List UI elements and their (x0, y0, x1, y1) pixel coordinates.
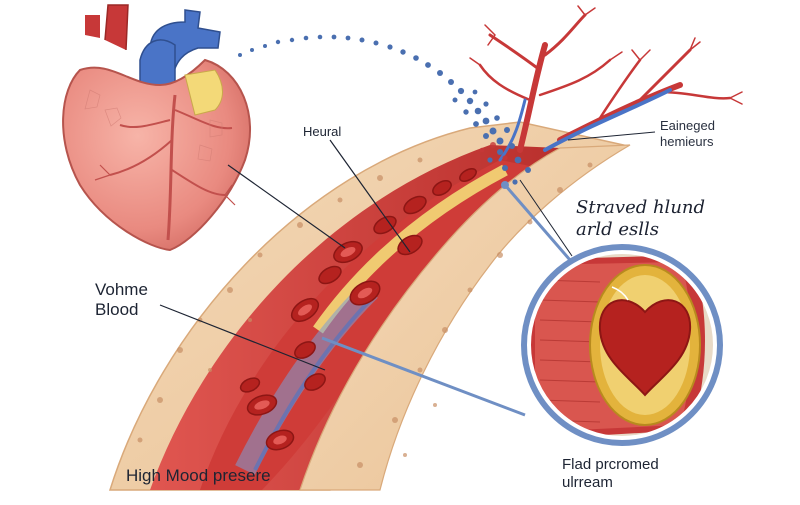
label-enlarged: Eainеged hemieurs (660, 118, 715, 149)
tissue-texture (137, 157, 593, 468)
label-heural: Heural (303, 124, 342, 139)
particle-stream (238, 34, 531, 185)
vein-stripe (235, 282, 378, 475)
plaque-streak (313, 164, 508, 334)
label-starved-cells: Straved hlund arld eslls (576, 197, 706, 240)
label-volume-blood: Vohme Blood (95, 280, 148, 319)
leader-enlarged (567, 131, 656, 141)
heart (62, 4, 251, 252)
branching-vessels (469, 5, 743, 162)
label-fluid-stream: Flad prcromed ulrream (562, 456, 659, 491)
tissue-inner-band (299, 144, 631, 491)
leader-lines (159, 139, 411, 371)
label-high-blood-pressure: High Mood presere (126, 466, 271, 485)
blood-cell-highlights (254, 247, 373, 445)
zoom-callout (521, 244, 723, 446)
callout-connector (321, 336, 526, 417)
